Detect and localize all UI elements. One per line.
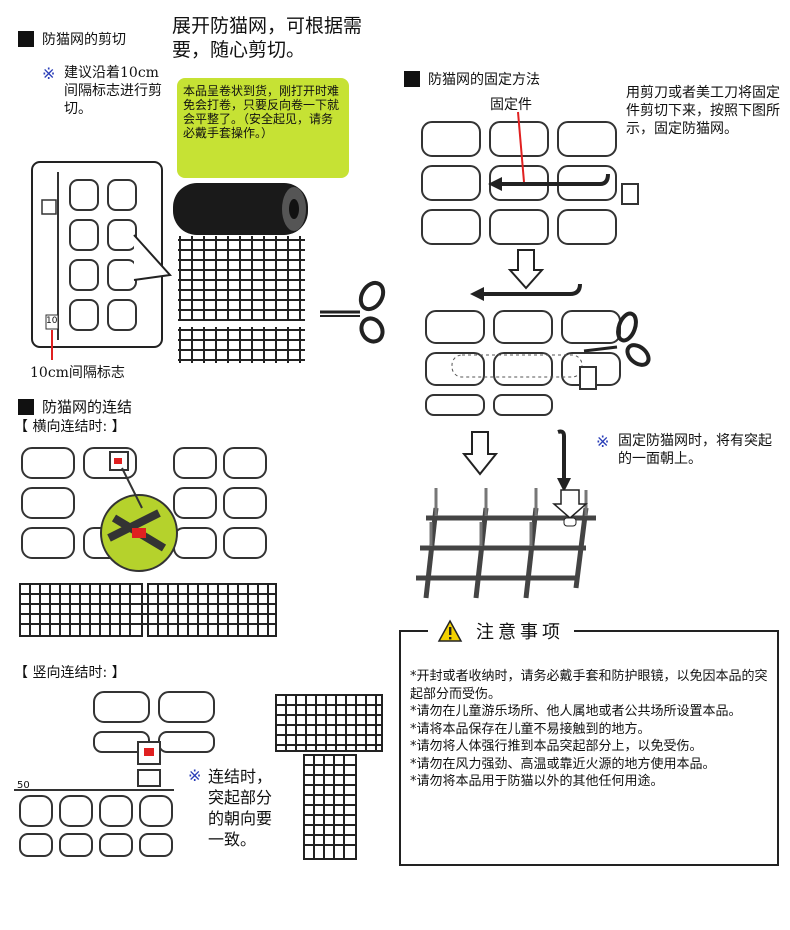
asterisk-mark-icon: ※ — [188, 766, 202, 785]
spiked-net-illustration — [416, 488, 596, 599]
fix-part-label: 固定件 — [490, 97, 532, 113]
asterisk-mark-icon: ※ — [596, 432, 610, 451]
fix-header-text: 防猫网的固定方法 — [428, 72, 540, 88]
face-up-text: 固定防猫网时，将有突起的一面朝上。 — [618, 433, 772, 467]
warning-item: *请勿在儿童游乐场所、他人属地或者公共场所设置本品。 — [410, 704, 742, 719]
face-up-note: ※ 固定防猫网时，将有突起的一面朝上。 — [596, 432, 776, 468]
fixing-part-net-illustration — [421, 111, 639, 245]
warning-item: *请勿将人体强行推到本品突起部分上，以免受伤。 — [410, 739, 703, 754]
suggest-text: 建议沿着10cm间隔标志进行剪切。 — [64, 65, 162, 117]
asterisk-mark-icon: ※ — [42, 64, 56, 83]
horizontal-connect-illustration — [21, 447, 267, 572]
horizontal-joined-grids — [19, 583, 277, 637]
horizontal-connect-label: 【 横向连结时: 】 — [14, 419, 126, 435]
unfold-text: 展开防猫网，可根据需要，随心剪切。 — [172, 15, 363, 61]
warning-item: *请勿将本品用于防猫以外的其他任何用途。 — [410, 774, 664, 789]
net-roll-illustration — [170, 183, 315, 363]
warning-item: *请将本品保存在儿童不易接触到的地方。 — [410, 721, 651, 737]
header-block-icon — [18, 31, 34, 47]
net-closeup-illustration — [31, 161, 163, 348]
vertical-connect-label: 【 竖向连结时: 】 — [14, 665, 126, 681]
suggest-note: ※ 建议沿着10cm间隔标志进行剪切。 — [42, 64, 172, 118]
fix-instruction: 用剪刀或者美工刀将固定件剪切下来，按照下图所示，固定防猫网。 — [626, 85, 780, 137]
direction-text: 连结时，突起部分的朝向要一致。 — [208, 767, 273, 849]
cut-fixing-net-illustration — [425, 310, 651, 416]
connect-header-text: 防猫网的连结 — [42, 398, 133, 416]
connect-marker-number: 50 — [17, 780, 30, 791]
connect-section-header: 防猫网的连结 — [18, 396, 132, 417]
vertical-connect-illustration — [14, 691, 215, 857]
down-arrow-icon — [507, 249, 545, 290]
header-block-icon — [404, 71, 420, 87]
scissors-icon — [320, 280, 386, 344]
interval-marker-number: 10 — [46, 316, 58, 326]
interval-pointer-line — [51, 330, 53, 360]
interval-label: 10cm间隔标志 — [30, 365, 125, 381]
cut-header-text: 防猫网的剪切 — [42, 32, 126, 48]
fixing-part-down-icon — [557, 429, 571, 492]
warning-title-text: 注意事项 — [476, 622, 564, 643]
header-block-icon — [18, 398, 34, 415]
warning-item: *请勿在风力强劲、高温或靠近火源的地方使用本品。 — [410, 756, 716, 772]
warning-list: *开封或者收纳时，请务必戴手套和防护眼镜，以免因本品的突起部分而受伤。 *请勿在… — [410, 668, 768, 791]
zoom-pointer — [133, 234, 173, 281]
vertical-joined-grids — [275, 694, 383, 860]
warning-triangle-icon — [437, 619, 463, 642]
fix-section-header: 防猫网的固定方法 — [404, 69, 540, 89]
warning-title: 注意事项 — [428, 618, 574, 644]
cut-section-header: 防猫网的剪切 — [18, 29, 126, 49]
direction-note: ※ 连结时，突起部分的朝向要一致。 — [188, 766, 288, 850]
warning-box — [399, 630, 779, 866]
warning-item: *开封或者收纳时，请务必戴手套和防护眼镜，以免因本品的突起部分而受伤。 — [410, 669, 768, 702]
fixing-part-shape — [470, 283, 582, 301]
roll-notice-box: 本品呈卷状到货，刚打开时难免会打卷，只要反向卷一下就会平整了。（安全起见，请务必… — [177, 78, 349, 178]
down-arrow-icon — [461, 431, 499, 476]
